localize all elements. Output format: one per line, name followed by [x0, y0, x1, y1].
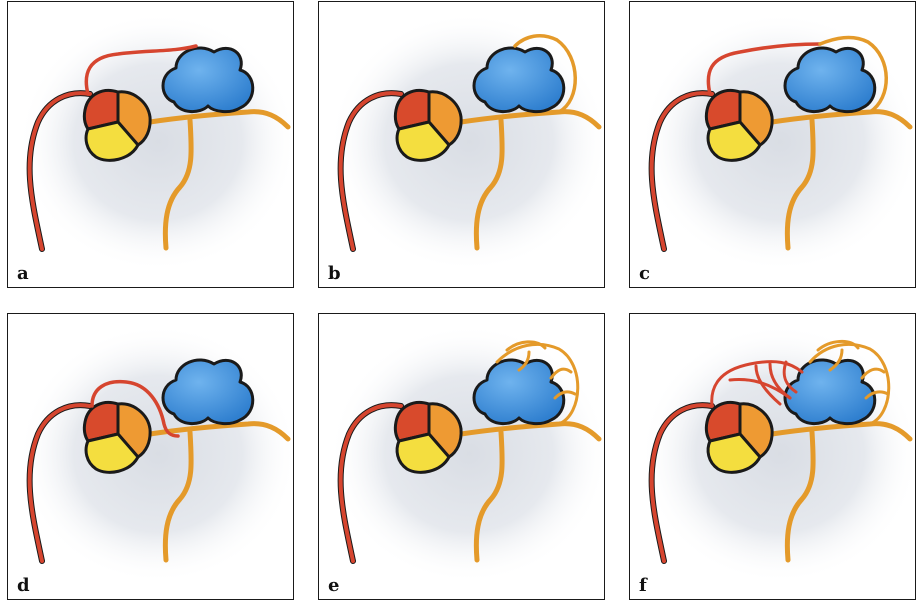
panel-label: e: [328, 577, 339, 595]
panel-d: d: [7, 313, 294, 600]
panel-d-diagram: [8, 314, 293, 599]
panel-f: f: [629, 313, 916, 600]
panel-label: f: [639, 577, 647, 595]
panel-f-diagram: [630, 314, 915, 599]
panel-label: a: [17, 265, 29, 283]
panel-b-diagram: [319, 2, 604, 287]
panel-label: c: [639, 265, 650, 283]
panel-label: b: [328, 265, 341, 283]
panel-e-diagram: [319, 314, 604, 599]
panel-a: a: [7, 1, 294, 288]
panel-c-diagram: [630, 2, 915, 287]
panel-a-diagram: [8, 2, 293, 287]
panel-e: e: [318, 313, 605, 600]
panel-label: d: [17, 577, 30, 595]
panel-b: b: [318, 1, 605, 288]
panel-c: c: [629, 1, 916, 288]
